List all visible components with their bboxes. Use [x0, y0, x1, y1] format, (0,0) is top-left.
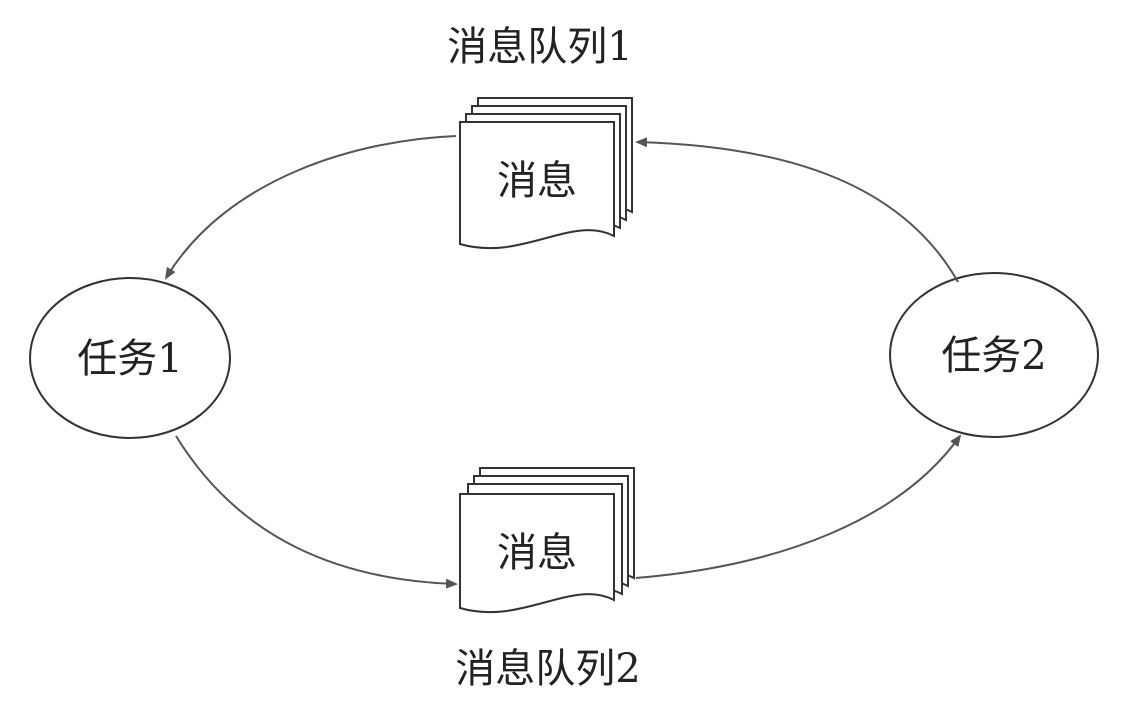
queue2-message-label: 消息 [497, 530, 577, 576]
task1-label: 任务1 [77, 336, 182, 382]
queue1-message-label: 消息 [497, 158, 577, 204]
queue2-doc-front [459, 493, 615, 614]
queue1-doc-front [459, 121, 615, 250]
task2-node [889, 272, 1099, 438]
arrow-task2-to-queue1 [635, 137, 959, 283]
arrow-task1-to-queue2 [175, 435, 458, 589]
queue1-title: 消息队列1 [447, 24, 632, 70]
task2-label: 任务2 [941, 333, 1046, 379]
queue2-message-stack [459, 467, 635, 614]
arrow-queue1-to-task1 [164, 135, 457, 280]
task1-node [29, 277, 231, 439]
arrow-queue2-to-task2 [635, 434, 962, 579]
queue2-title: 消息队列2 [455, 646, 640, 692]
queue1-message-stack [459, 97, 633, 250]
